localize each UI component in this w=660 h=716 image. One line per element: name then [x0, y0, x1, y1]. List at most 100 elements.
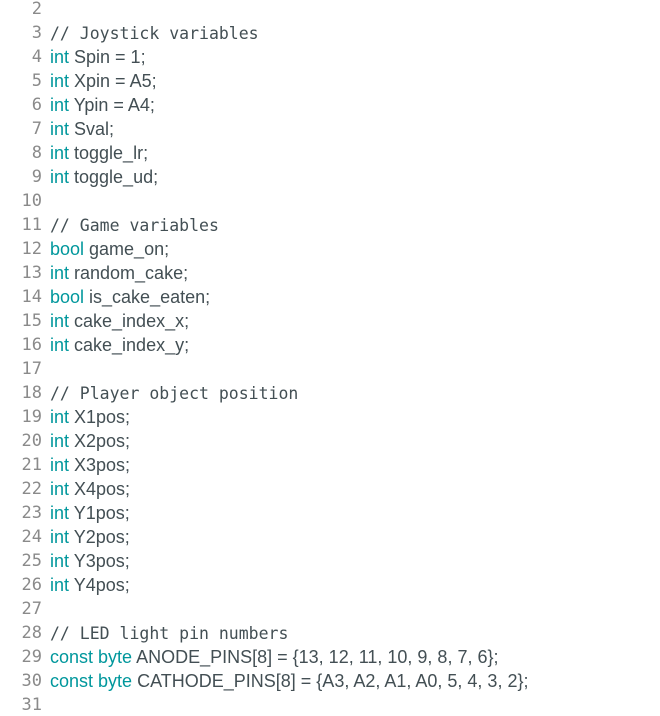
code-text[interactable]: int Y2pos;	[50, 525, 130, 549]
line-number: 31	[21, 695, 42, 715]
code-line[interactable]: 19 int X1pos;	[0, 405, 660, 429]
line-number: 3	[31, 23, 42, 43]
code-comment: // Joystick variables	[50, 24, 259, 43]
code-text[interactable]: int Sval;	[50, 117, 114, 141]
code-keyword: const	[50, 671, 94, 691]
code-keyword: int	[50, 527, 70, 547]
code-keyword: int	[50, 167, 70, 187]
code-text[interactable]: int cake_index_x;	[50, 309, 189, 333]
code-text[interactable]: int random_cake;	[50, 261, 188, 285]
code-keyword: int	[50, 551, 70, 571]
code-comment: // Player object position	[50, 384, 299, 403]
code-comment: // Game variables	[50, 216, 219, 235]
code-token: toggle_lr;	[69, 143, 149, 163]
code-line[interactable]: 17	[0, 357, 660, 381]
code-keyword: int	[50, 263, 70, 283]
code-text[interactable]: int Y3pos;	[50, 549, 130, 573]
code-keyword: int	[50, 407, 70, 427]
code-text[interactable]: int X1pos;	[50, 405, 130, 429]
line-number: 28	[21, 623, 42, 643]
line-number: 8	[31, 143, 42, 163]
code-line[interactable]: 31	[0, 693, 660, 716]
line-number: 6	[31, 95, 42, 115]
code-text[interactable]: int Spin = 1;	[50, 45, 146, 69]
code-line[interactable]: 3 // Joystick variables	[0, 21, 660, 45]
code-keyword: int	[50, 143, 70, 163]
code-text[interactable]: int Y1pos;	[50, 501, 130, 525]
code-text[interactable]: // Joystick variables	[50, 21, 259, 46]
line-number: 4	[31, 47, 42, 67]
code-keyword: int	[50, 431, 70, 451]
code-text[interactable]: int cake_index_y;	[50, 333, 189, 357]
code-token: Ypin = A4;	[69, 95, 155, 115]
code-token: ANODE_PINS[8] = {13, 12, 11, 10, 9, 8, 7…	[132, 647, 499, 667]
code-line[interactable]: 9 int toggle_ud;	[0, 165, 660, 189]
code-token: cake_index_x;	[69, 311, 190, 331]
code-line[interactable]: 8 int toggle_lr;	[0, 141, 660, 165]
code-text[interactable]: int X2pos;	[50, 429, 130, 453]
code-token: X3pos;	[69, 455, 131, 475]
code-line[interactable]: 10	[0, 189, 660, 213]
code-line[interactable]: 14 bool is_cake_eaten;	[0, 285, 660, 309]
code-line[interactable]: 27	[0, 597, 660, 621]
code-text[interactable]: int X3pos;	[50, 453, 130, 477]
code-line[interactable]: 2	[0, 0, 660, 21]
code-comment: // LED light pin numbers	[50, 624, 289, 643]
line-number: 29	[21, 647, 42, 667]
line-number: 23	[21, 503, 42, 523]
code-text[interactable]: // LED light pin numbers	[50, 621, 288, 646]
code-text[interactable]: bool game_on;	[50, 237, 169, 261]
code-token: Sval;	[69, 119, 115, 139]
code-text[interactable]: int Ypin = A4;	[50, 93, 155, 117]
line-number: 9	[31, 167, 42, 187]
code-text[interactable]: // Player object position	[50, 381, 298, 406]
code-line[interactable]: 11 // Game variables	[0, 213, 660, 237]
line-number: 27	[21, 599, 42, 619]
code-keyword: int	[50, 503, 70, 523]
line-number: 19	[21, 407, 42, 427]
code-text[interactable]: int Y4pos;	[50, 573, 130, 597]
code-text[interactable]: int Xpin = A5;	[50, 69, 157, 93]
code-token: Spin = 1;	[69, 47, 146, 67]
code-line[interactable]: 6 int Ypin = A4;	[0, 93, 660, 117]
code-line[interactable]: 18 // Player object position	[0, 381, 660, 405]
code-token: Y3pos;	[69, 551, 130, 571]
code-text[interactable]: // Game variables	[50, 213, 219, 238]
code-token: CATHODE_PINS[8] = {A3, A2, A1, A0, 5, 4,…	[132, 671, 529, 691]
code-text[interactable]: int X4pos;	[50, 477, 130, 501]
code-keyword: byte	[98, 671, 133, 691]
code-line[interactable]: 28 // LED light pin numbers	[0, 621, 660, 645]
line-number: 14	[21, 287, 42, 307]
code-text[interactable]: bool is_cake_eaten;	[50, 285, 210, 309]
line-number: 11	[21, 215, 42, 235]
code-text[interactable]: int toggle_lr;	[50, 141, 148, 165]
code-text[interactable]: const byte ANODE_PINS[8] = {13, 12, 11, …	[50, 645, 498, 669]
code-token: random_cake;	[69, 263, 189, 283]
code-line[interactable]: 4 int Spin = 1;	[0, 45, 660, 69]
code-line[interactable]: 23 int Y1pos;	[0, 501, 660, 525]
code-token: X4pos;	[69, 479, 131, 499]
code-text[interactable]: const byte CATHODE_PINS[8] = {A3, A2, A1…	[50, 669, 528, 693]
code-keyword: int	[50, 71, 70, 91]
line-number: 18	[21, 383, 42, 403]
code-token: is_cake_eaten;	[84, 287, 211, 307]
code-keyword: int	[50, 119, 70, 139]
code-text[interactable]: int toggle_ud;	[50, 165, 158, 189]
line-number: 17	[21, 359, 42, 379]
code-line[interactable]: 29 const byte ANODE_PINS[8] = {13, 12, 11…	[0, 645, 660, 669]
code-keyword: int	[50, 335, 70, 355]
